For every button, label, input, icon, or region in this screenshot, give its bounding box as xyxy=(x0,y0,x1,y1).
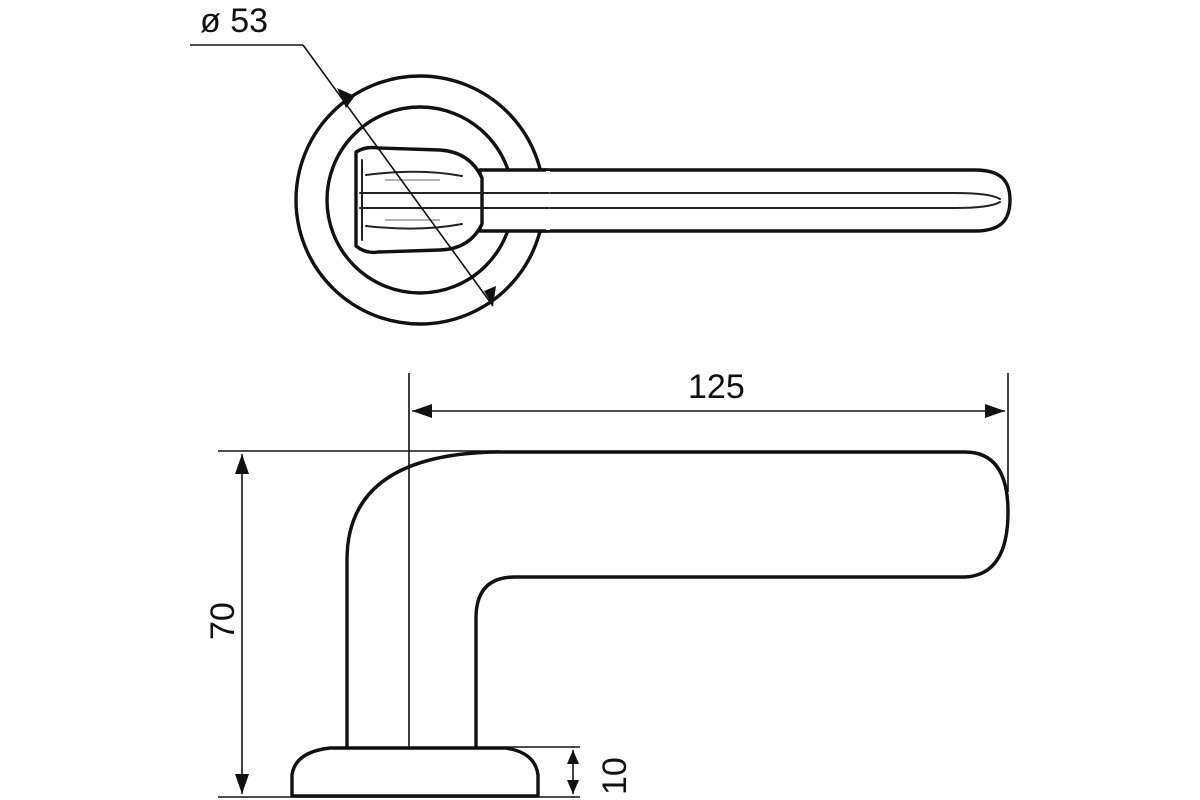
length-arrow-right xyxy=(985,404,1005,418)
diameter-arrow-end xyxy=(484,286,496,306)
handle-hub xyxy=(354,145,484,255)
top-view-lever-neck-lines xyxy=(479,192,550,209)
side-view-lever xyxy=(345,450,1010,749)
thickness-label: 10 xyxy=(596,757,634,795)
top-view-lever-inner-line xyxy=(519,201,1001,209)
diameter-dimension-line xyxy=(302,44,494,307)
top-view-lever-inner-line xyxy=(519,192,1001,200)
height-arrow-top xyxy=(235,454,249,474)
thickness-arrow-bottom xyxy=(567,780,579,794)
length-label: 125 xyxy=(688,368,745,406)
thickness-arrow-top xyxy=(567,750,579,764)
height-label: 70 xyxy=(204,602,242,640)
top-view: ø 53 xyxy=(190,2,1012,326)
length-arrow-left xyxy=(412,404,432,418)
top-view-lever-neck xyxy=(478,168,550,233)
height-arrow-bottom xyxy=(235,774,249,794)
top-view-lever xyxy=(518,168,1012,233)
side-view: 125 70 10 xyxy=(204,368,1010,798)
diameter-arrow-start xyxy=(337,88,355,108)
diameter-label: ø 53 xyxy=(200,2,268,40)
rosette-base xyxy=(290,746,540,798)
handle-hub-inner xyxy=(361,159,463,241)
